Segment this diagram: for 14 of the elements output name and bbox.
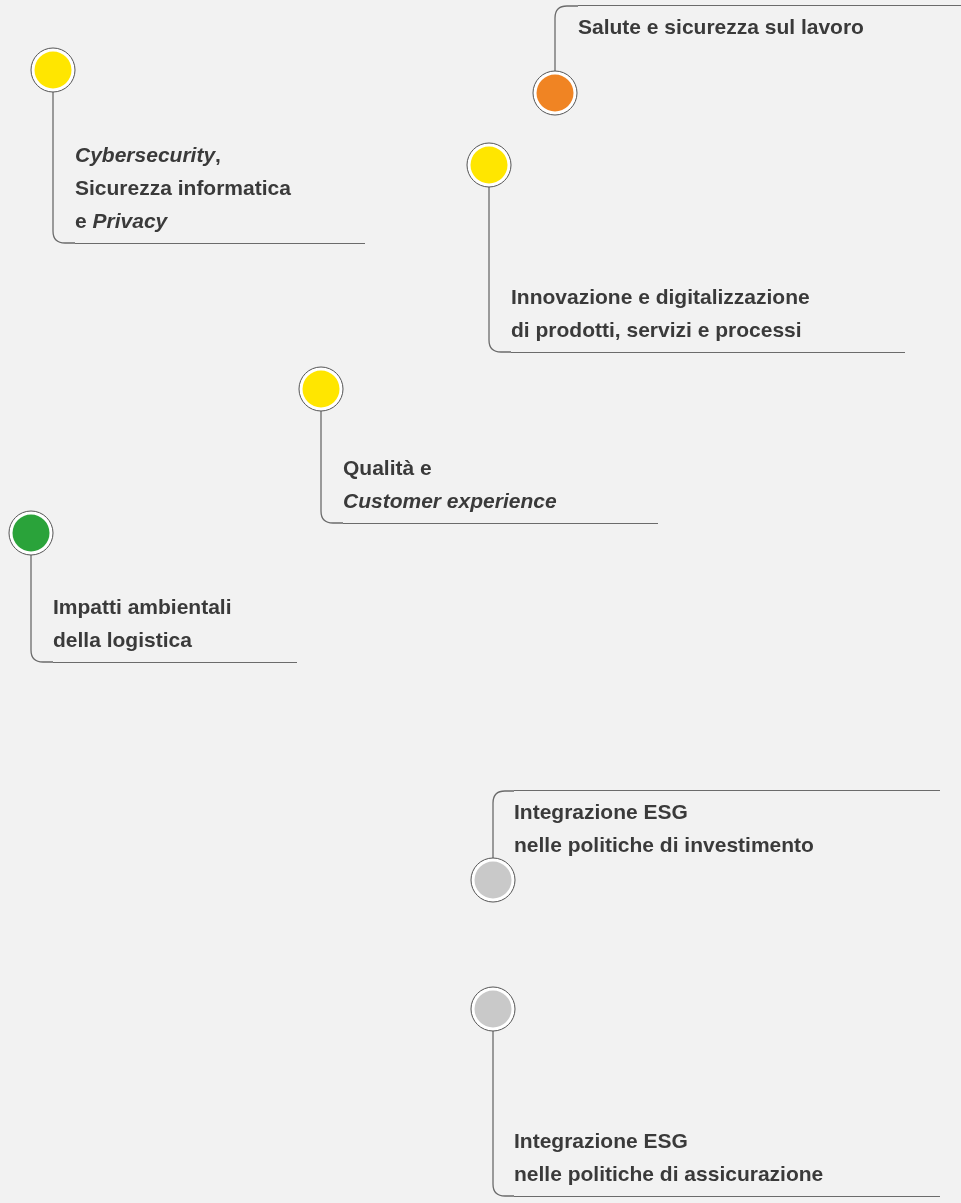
leader-line — [488, 186, 512, 353]
topic-label: Impatti ambientali della logistica — [53, 589, 297, 663]
leader-line — [30, 554, 54, 663]
leader-line — [52, 91, 76, 244]
topic-label: Cybersecurity, Sicurezza informatica e Privacy — [75, 137, 365, 244]
topic-label: Integrazione ESG nelle politiche di assicurazione — [514, 1123, 940, 1197]
topic-label: Qualità e Customer experience — [343, 450, 658, 524]
leader-line — [492, 790, 515, 859]
leader-line — [492, 1030, 515, 1197]
leader-line — [554, 5, 579, 72]
topic-label: Integrazione ESG nelle politiche di investimento — [514, 790, 940, 862]
leader-line — [320, 410, 344, 524]
topic-label: Salute e sicurezza sul lavoro — [578, 5, 961, 44]
topic-label: Innovazione e digitalizzazione di prodotti, servizi e processi — [511, 279, 905, 353]
